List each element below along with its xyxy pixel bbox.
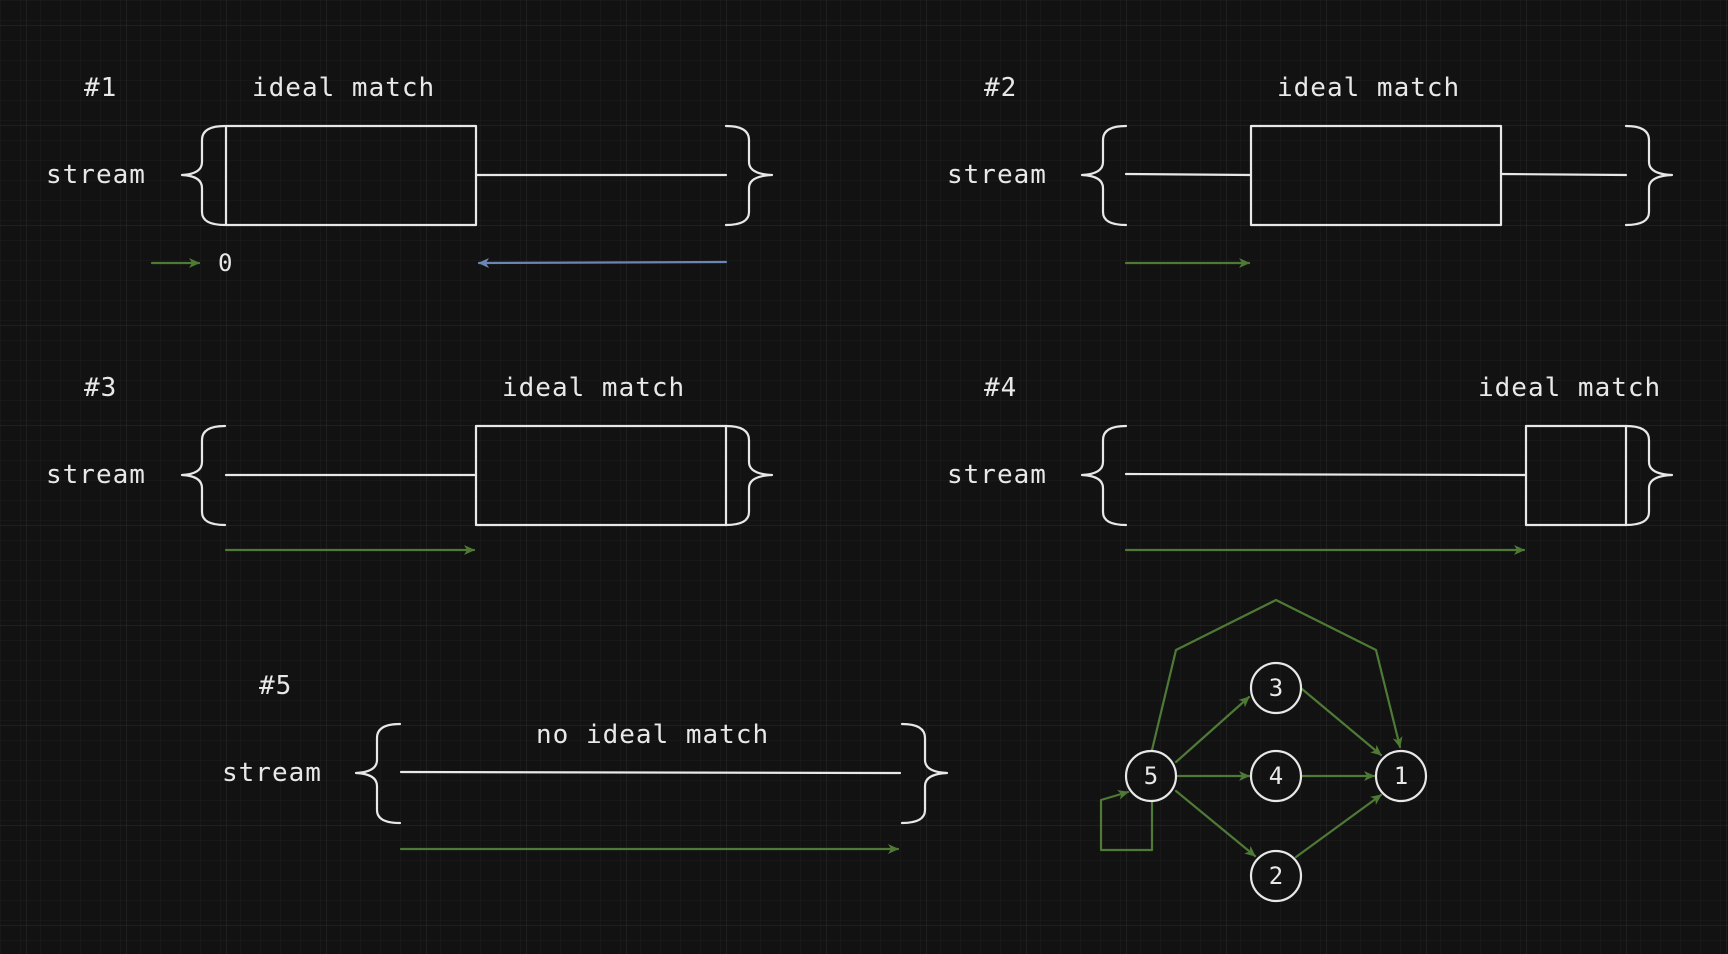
node-2-circle bbox=[1249, 849, 1303, 903]
case-5-stream-line bbox=[399, 770, 902, 775]
case-2-right-brace bbox=[1624, 124, 1674, 227]
case-3-match-box bbox=[474, 424, 728, 527]
case-4: #4 ideal match stream bbox=[947, 373, 1674, 555]
node-3-circle bbox=[1249, 661, 1303, 715]
case-4-right-brace bbox=[1624, 424, 1674, 527]
case-2-stream-label: stream bbox=[947, 160, 1047, 190]
node-5-circle bbox=[1124, 749, 1178, 803]
case-1-blue-arrow bbox=[477, 257, 728, 268]
edge-2-to-1 bbox=[1294, 793, 1383, 859]
case-2-stream-line-right bbox=[1499, 172, 1628, 177]
case-2: #2 ideal match stream bbox=[947, 73, 1674, 268]
edge-5-to-3 bbox=[1174, 695, 1251, 764]
case-1-stream-label: stream bbox=[46, 160, 146, 190]
case-5-stream-label: stream bbox=[222, 758, 322, 788]
case-4-tag: #4 bbox=[984, 373, 1017, 403]
node-2-label: 2 bbox=[1269, 862, 1283, 890]
case-3: #3 ideal match stream bbox=[46, 373, 774, 555]
case-2-match-box bbox=[1249, 124, 1503, 227]
case-4-match-box bbox=[1524, 424, 1628, 527]
case-4-stream-label: stream bbox=[947, 460, 1047, 490]
case-2-left-brace bbox=[1080, 124, 1128, 227]
case-5-tag: #5 bbox=[259, 671, 292, 701]
edge-5-self-loop bbox=[1099, 790, 1154, 852]
node-4-circle bbox=[1249, 749, 1303, 803]
node-1: 1 bbox=[1374, 749, 1428, 803]
node-2: 2 bbox=[1249, 849, 1303, 903]
case-5-left-brace bbox=[354, 722, 402, 825]
case-2-stream-line-left bbox=[1124, 172, 1253, 177]
case-1-zero-label: 0 bbox=[218, 249, 232, 277]
case-4-match-label: ideal match bbox=[1478, 373, 1661, 403]
case-3-tag: #3 bbox=[84, 373, 117, 403]
case-3-right-brace bbox=[724, 424, 774, 527]
case-3-stream-label: stream bbox=[46, 460, 146, 490]
state-graph: 5 3 4 2 1 bbox=[1099, 598, 1428, 903]
case-3-left-brace bbox=[180, 424, 227, 527]
edge-5-to-2 bbox=[1174, 789, 1257, 858]
case-1-tag: #1 bbox=[84, 73, 117, 103]
node-1-label: 1 bbox=[1394, 762, 1408, 790]
node-1-circle bbox=[1374, 749, 1428, 803]
case-1-right-brace bbox=[724, 124, 774, 227]
node-4: 4 bbox=[1249, 749, 1303, 803]
case-1: #1 ideal match stream 0 bbox=[46, 73, 774, 277]
node-5: 5 bbox=[1124, 749, 1178, 803]
case-5-match-label: no ideal match bbox=[536, 720, 769, 750]
case-2-match-label: ideal match bbox=[1277, 73, 1460, 103]
node-3-label: 3 bbox=[1269, 674, 1283, 702]
node-3: 3 bbox=[1249, 661, 1303, 715]
edge-5-to-1-arc bbox=[1150, 598, 1403, 752]
case-5-right-brace bbox=[900, 722, 949, 825]
case-1-left-brace bbox=[180, 124, 227, 227]
case-2-tag: #2 bbox=[984, 73, 1017, 103]
case-3-match-label: ideal match bbox=[502, 373, 685, 403]
edge-3-to-1 bbox=[1300, 687, 1383, 757]
node-4-label: 4 bbox=[1269, 762, 1283, 790]
case-4-left-brace bbox=[1080, 424, 1128, 527]
case-5: #5 no ideal match stream bbox=[222, 671, 949, 854]
node-5-label: 5 bbox=[1144, 762, 1158, 790]
case-1-match-label: ideal match bbox=[252, 73, 435, 103]
case-4-stream-line bbox=[1124, 472, 1528, 477]
